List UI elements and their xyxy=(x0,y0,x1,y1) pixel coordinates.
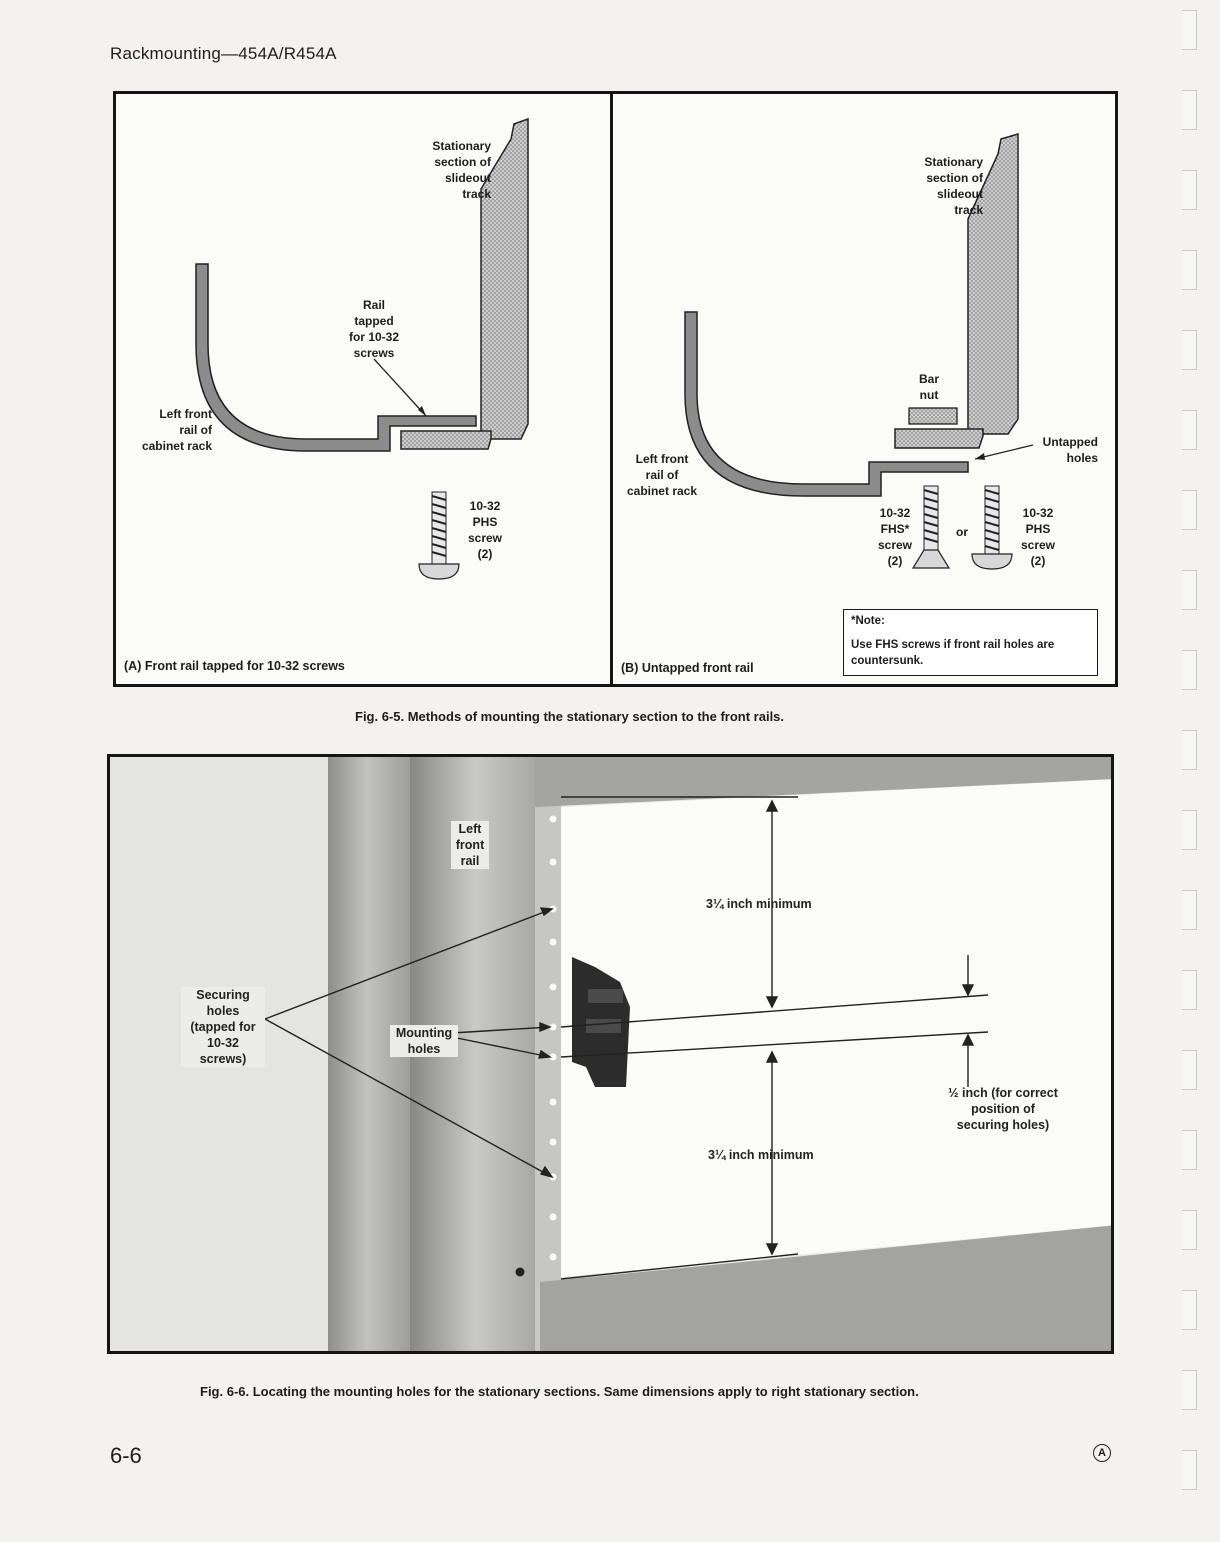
note-title: *Note: xyxy=(851,615,885,627)
label-phs-screw: 10-32 PHS screw (2) xyxy=(1020,506,1056,568)
index-tab xyxy=(1182,970,1197,1010)
label-phs-screw: 10-32 PHS screw (2) xyxy=(467,499,503,561)
untapped-arrow xyxy=(974,444,1034,460)
panel-b-drawing xyxy=(684,132,1034,570)
side-index-tabs xyxy=(1182,10,1200,1500)
revision-mark: A xyxy=(1093,1444,1111,1462)
index-tab xyxy=(1182,330,1197,370)
stationary-track-foot xyxy=(894,428,984,449)
note-box: *Note: Use FHS screws if front rail hole… xyxy=(843,609,1098,676)
rail-tapped-arrow xyxy=(373,358,427,417)
fhs-screw xyxy=(911,485,951,569)
note-text: Use FHS screws if front rail holes are c… xyxy=(851,639,1055,667)
index-tab xyxy=(1182,90,1197,130)
index-tab xyxy=(1182,490,1197,530)
index-tab xyxy=(1182,1290,1197,1330)
index-tab xyxy=(1182,1450,1197,1490)
figure-6-6-photo: Left front rail Securing holes (tapped f… xyxy=(107,754,1114,1354)
page-number: 6-6 xyxy=(110,1443,142,1468)
index-tab xyxy=(1182,1130,1197,1170)
dimension-half-inch: ½ inch (for correct position of securing… xyxy=(948,1086,1058,1132)
phs-screw-a xyxy=(418,491,460,580)
label-bar-nut: Bar nut xyxy=(918,372,939,402)
label-stationary-section: Stationary section of slideout track xyxy=(432,139,491,201)
label-mounting-holes: Mounting holes xyxy=(390,1025,458,1057)
panel-a-caption: (A) Front rail tapped for 10-32 screws xyxy=(124,659,345,673)
left-front-rail xyxy=(684,311,969,497)
index-tab xyxy=(1182,650,1197,690)
index-tab xyxy=(1182,1370,1197,1410)
figure-6-5-panel-b: Stationary section of slideout track Bar… xyxy=(610,91,1118,687)
panel-b-caption: (B) Untapped front rail xyxy=(621,661,754,675)
label-untapped-holes: Untapped holes xyxy=(1042,435,1098,465)
label-securing-holes: Securing holes (tapped for 10-32 screws) xyxy=(181,987,265,1067)
page-header: Rackmounting—454A/R454A xyxy=(110,44,337,63)
label-left-front-rail: Left front rail of cabinet rack xyxy=(626,452,698,498)
index-tab xyxy=(1182,890,1197,930)
index-tab xyxy=(1182,810,1197,850)
label-left-front-rail: Left front rail xyxy=(451,821,489,869)
label-left-front-rail: Left front rail of cabinet rack xyxy=(141,407,212,453)
dimension-top: 3¼ inch minimum xyxy=(706,897,812,911)
figure-6-5-caption: Fig. 6-5. Methods of mounting the statio… xyxy=(355,709,785,724)
dimension-bottom: 3¼ inch minimum xyxy=(708,1148,814,1162)
label-or: or xyxy=(956,525,968,539)
left-front-rail xyxy=(195,263,477,452)
label-stationary-section: Stationary section of slideout track xyxy=(924,155,983,217)
index-tab xyxy=(1182,10,1197,50)
index-tab xyxy=(1182,570,1197,610)
index-tab xyxy=(1182,170,1197,210)
label-rail-tapped: Rail tapped for 10-32 screws xyxy=(348,298,400,360)
figure-6-6-caption: Fig. 6-6. Locating the mounting holes fo… xyxy=(200,1384,919,1399)
index-tab xyxy=(1182,1210,1197,1250)
index-tab xyxy=(1182,730,1197,770)
figure-6-5-panel-a: Stationary section of slideout track Rai… xyxy=(113,91,619,687)
index-tab xyxy=(1182,1050,1197,1090)
index-tab xyxy=(1182,410,1197,450)
index-tab xyxy=(1182,250,1197,290)
stationary-track-foot xyxy=(400,430,492,450)
phs-screw-b xyxy=(971,485,1013,570)
rail-holes xyxy=(549,815,557,1261)
label-fhs-screw: 10-32 FHS* screw (2) xyxy=(877,506,913,568)
photo-drawing xyxy=(110,757,1111,1351)
panel-a-drawing xyxy=(195,117,529,580)
bar-nut xyxy=(908,407,958,425)
